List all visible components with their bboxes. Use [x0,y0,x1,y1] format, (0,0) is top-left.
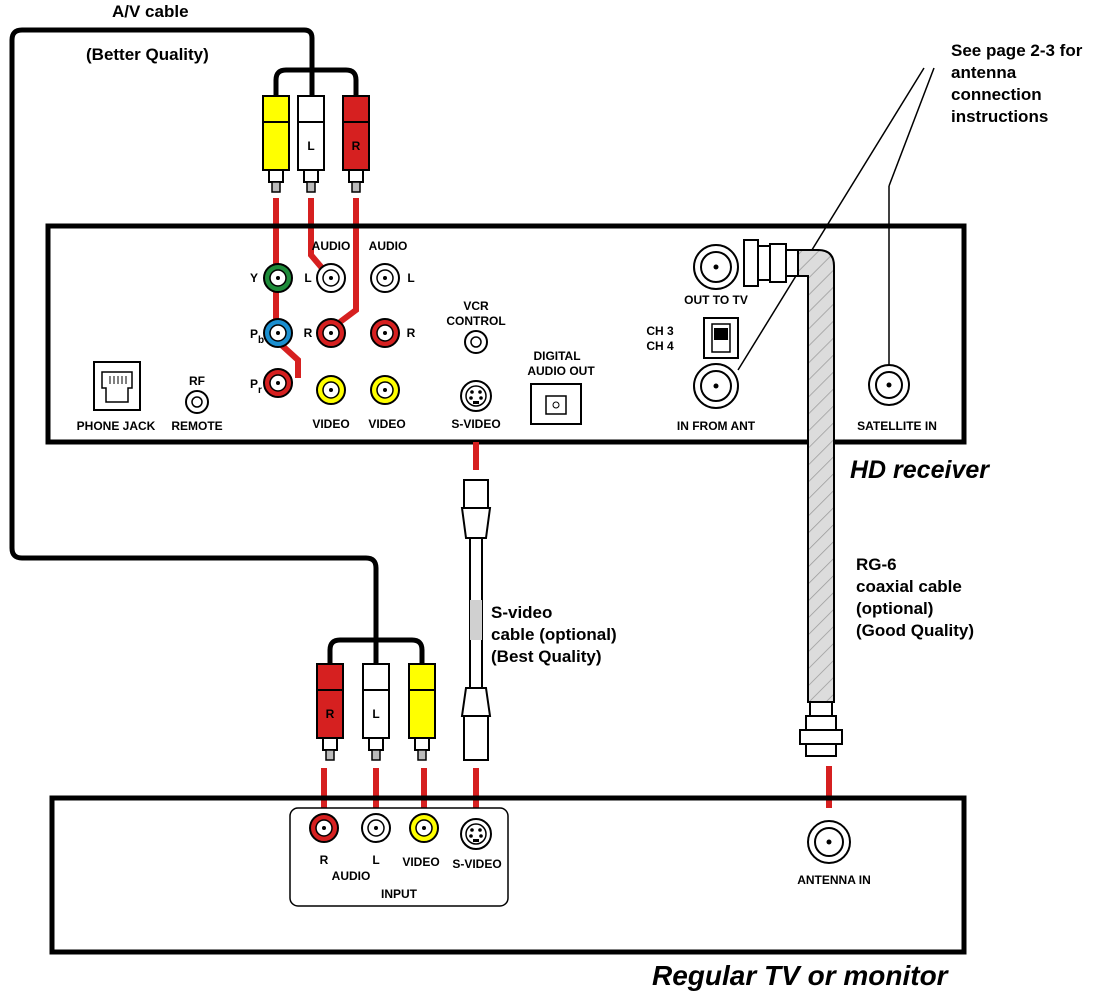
video-label-2: VIDEO [368,417,405,431]
channel-switch[interactable] [703,317,739,359]
rf-remote-jack [185,390,209,414]
jack-audio-l-1 [316,263,346,293]
note-line-1: See page 2-3 for [951,41,1083,60]
vcr-label-1: VCR [463,299,489,313]
regular-tv-title: Regular TV or monitor [652,960,950,991]
r-label-1: R [304,326,313,340]
out-to-tv-connector [693,244,739,290]
phone-jack-label: PHONE JACK [77,419,156,433]
tv-input-label: INPUT [381,887,418,901]
bottom-plug-l-label: L [372,707,379,721]
jack-pr [263,368,293,398]
tv-jack-video [409,813,439,843]
av-cable-wire [9,27,379,640]
svideo-cable-label-2: cable (optional) [491,625,617,644]
rg6-label-3: (optional) [856,599,933,618]
digital-label-2: AUDIO OUT [527,364,595,378]
hd-receiver-title: HD receiver [850,456,990,484]
l-label-2: L [407,271,414,285]
tv-box [49,795,967,955]
note-pointer-lines [737,67,935,371]
svideo-label-receiver: S-VIDEO [451,417,500,431]
rca-plug-yellow-top [262,95,290,193]
rg6-label-2: coaxial cable [856,577,962,596]
tv-svideo-label: S-VIDEO [452,857,501,871]
tv-audio-label: AUDIO [332,869,371,883]
remote-label: REMOTE [171,419,222,433]
audio-label-2: AUDIO [369,239,408,253]
pr-label: Pr [250,377,262,396]
rca-plug-white-bottom: L [362,663,390,761]
satellite-in-label: SATELLITE IN [857,419,937,433]
rg6-coax-cable [743,239,843,757]
plug-l-label: L [307,139,314,153]
antenna-in-connector [807,820,851,864]
av-cable-label: A/V cable [112,2,189,21]
av-cable-split-bottom [327,637,425,664]
in-from-ant-label: IN FROM ANT [677,419,756,433]
digital-label-1: DIGITAL [533,349,580,363]
satellite-in-connector [868,364,910,406]
svideo-cable-label-1: S-video [491,603,552,622]
jack-video-2 [370,375,400,405]
note-line-3: connection [951,85,1042,104]
rca-plug-yellow-bottom [408,663,436,761]
jack-audio-l-2 [370,263,400,293]
tv-jack-audio-r [309,813,339,843]
hd-receiver-box [45,223,967,445]
y-label: Y [250,271,258,285]
jack-vcr-control [464,330,488,354]
ch4-label: CH 4 [646,339,674,353]
jack-video-1 [316,375,346,405]
av-cable-split-top [273,67,359,96]
tv-video-label: VIDEO [402,855,439,869]
bottom-plug-r-label: R [326,707,335,721]
rf-label: RF [189,374,205,388]
in-from-ant-connector [693,363,739,409]
bottom-av-red-lines [321,768,427,808]
jack-audio-r-1 [316,318,346,348]
pb-label: Pb [250,327,264,346]
plug-r-label: R [352,139,361,153]
rca-plug-red-bottom: R [316,663,344,761]
vcr-label-2: CONTROL [446,314,505,328]
jack-y [263,263,293,293]
l-label-1: L [304,271,311,285]
video-label-1: VIDEO [312,417,349,431]
svideo-cable-label-3: (Best Quality) [491,647,602,666]
av-quality-label: (Better Quality) [86,45,209,64]
note-line-2: antenna [951,63,1017,82]
note-line-4: instructions [951,107,1048,126]
tv-r-label: R [320,853,329,867]
jack-pb [263,318,293,348]
audio-label-1: AUDIO [312,239,351,253]
svideo-cable [460,479,492,761]
rca-plug-red-top: R [342,95,370,193]
rg6-label-4: (Good Quality) [856,621,974,640]
digital-audio-out-port [530,383,582,425]
tv-input-panel [289,807,509,907]
out-to-tv-label: OUT TO TV [684,293,748,307]
tv-jack-audio-l [361,813,391,843]
jack-audio-r-2 [370,318,400,348]
jack-svideo-receiver [460,380,492,412]
ch3-label: CH 3 [646,324,674,338]
phone-jack-port [93,361,141,411]
tv-jack-svideo [460,818,492,850]
rg6-label-1: RG-6 [856,555,897,574]
r-label-2: R [407,326,416,340]
antenna-in-label: ANTENNA IN [797,873,871,887]
tv-l-label: L [372,853,379,867]
rca-plug-white-top: L [297,95,325,193]
